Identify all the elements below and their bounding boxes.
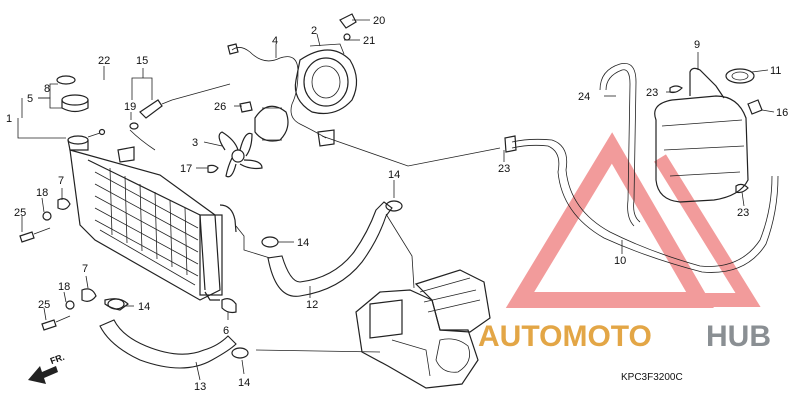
watermark-part2: HUB [706, 320, 771, 353]
engine [355, 269, 491, 389]
reference-lines [235, 135, 501, 353]
callout-9: 9 [694, 39, 700, 51]
callout-1: 1 [6, 113, 12, 125]
callout-15: 15 [136, 55, 148, 67]
watermark-part1: AUTOMOTO [478, 320, 652, 353]
callout-12: 12 [306, 299, 318, 311]
fan-shroud [294, 13, 358, 115]
callout-8: 8 [44, 83, 50, 95]
fan-motor [207, 101, 289, 178]
callout-4: 4 [272, 35, 278, 47]
callout-7b: 7 [82, 263, 88, 275]
callout-24: 24 [578, 91, 590, 103]
watermark-text: AUTOMOTO HUB [478, 320, 771, 353]
callout-26: 26 [214, 101, 226, 113]
callout-23a: 23 [498, 163, 510, 175]
callout-14c: 14 [138, 301, 150, 313]
radiator [69, 146, 237, 301]
radiator-cap [56, 75, 106, 151]
callout-25a: 25 [14, 207, 26, 219]
callout-14b: 14 [297, 237, 309, 249]
callout-23b: 23 [646, 87, 658, 99]
callout-16: 16 [776, 107, 788, 119]
catalog-code: KPC3F3200C [621, 372, 683, 383]
callout-23c: 23 [737, 207, 749, 219]
callout-5: 5 [27, 93, 33, 105]
callout-18a: 18 [36, 187, 48, 199]
callout-17: 17 [180, 163, 192, 175]
callout-10: 10 [614, 255, 626, 267]
fan-wire-harness [227, 43, 335, 147]
callout-14d: 14 [238, 377, 250, 389]
callout-2: 2 [311, 25, 317, 37]
callout-3: 3 [192, 137, 198, 149]
hoses [99, 63, 779, 369]
watermark-logo [505, 132, 761, 308]
callout-21: 21 [363, 35, 375, 47]
callout-7a: 7 [58, 175, 64, 187]
callout-18b: 18 [58, 281, 70, 293]
callout-13: 13 [194, 381, 206, 393]
callout-labels: 1 2 3 4 5 6 7 7 8 9 10 11 12 13 14 14 14… [6, 15, 788, 393]
thermo-switch [129, 83, 231, 151]
callout-14a: 14 [388, 169, 400, 181]
callout-11: 11 [770, 65, 781, 77]
callout-6: 6 [223, 325, 229, 337]
callout-19: 19 [124, 101, 136, 113]
front-direction-arrow-icon [28, 366, 58, 384]
hose-clamps [107, 200, 403, 359]
callout-25b: 25 [38, 299, 50, 311]
leader-lines [17, 19, 775, 381]
callout-22: 22 [98, 55, 110, 67]
callout-20: 20 [373, 15, 385, 27]
